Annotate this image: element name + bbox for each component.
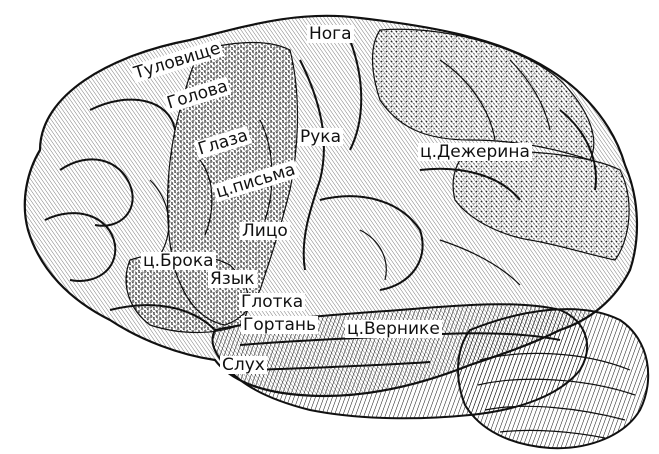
label-tongue: Язык bbox=[208, 269, 257, 289]
label-face: Лицо bbox=[240, 221, 290, 241]
label-leg: Нога bbox=[307, 24, 354, 44]
label-broca-center: ц.Брока bbox=[141, 251, 216, 271]
label-hearing: Слух bbox=[220, 355, 267, 375]
label-larynx: Гортань bbox=[241, 315, 319, 335]
label-pharynx: Глотка bbox=[239, 292, 306, 312]
cerebellum bbox=[457, 308, 650, 450]
label-hand: Рука bbox=[298, 127, 343, 147]
label-dejerine-center: ц.Дежерина bbox=[418, 142, 532, 162]
label-wernicke-center: ц.Вернике bbox=[345, 319, 442, 339]
